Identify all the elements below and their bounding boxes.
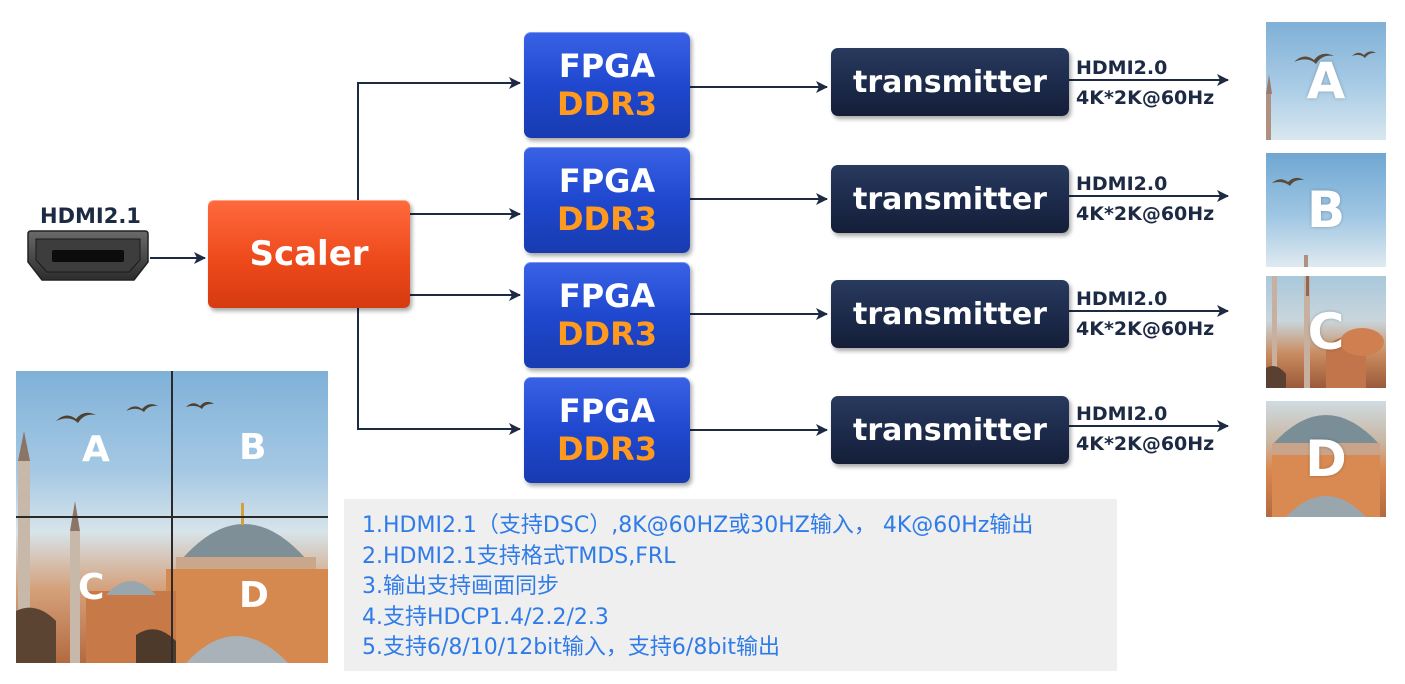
feature-notes: 1.HDMI2.1（支持DSC）,8K@60HZ或30HZ输入， 4K@60Hz…	[344, 499, 1117, 671]
source-image: A B C D	[16, 371, 328, 663]
note-line-2: 2.HDMI2.1支持格式TMDS,FRL	[362, 543, 676, 569]
thumbnail-letter: D	[1305, 430, 1347, 488]
seagull-icon	[1272, 177, 1308, 267]
fpga-block-1: FPGA DDR3	[524, 32, 690, 138]
thumbnail-letter: B	[1306, 181, 1346, 239]
transmitter-label: transmitter	[853, 64, 1047, 100]
thumbnail-letter: C	[1307, 303, 1345, 361]
fpga-block-3: FPGA DDR3	[524, 262, 690, 368]
output-resolution: 4K*2K@60Hz	[1076, 203, 1215, 225]
ddr3-label: DDR3	[556, 85, 658, 123]
source-scene-illustration	[16, 371, 328, 663]
note-line-4: 4.支持HDCP1.4/2.2/2.3	[362, 604, 609, 630]
ddr3-label: DDR3	[556, 200, 658, 238]
quadrant-label-a: A	[82, 429, 110, 470]
output-spec-2: HDMI2.0 4K*2K@60Hz	[1076, 169, 1214, 229]
output-interface: HDMI2.0	[1076, 288, 1168, 310]
fpga-label: FPGA	[558, 47, 656, 85]
dome-icon	[1272, 415, 1380, 517]
quadrant-label-d: D	[239, 575, 269, 616]
output-resolution: 4K*2K@60Hz	[1076, 318, 1215, 340]
fpga-label: FPGA	[558, 392, 656, 430]
fpga-block-2: FPGA DDR3	[524, 147, 690, 253]
note-line-5: 5.支持6/8/10/12bit输入，支持6/8bit输出	[362, 635, 781, 660]
scaler-block: Scaler	[208, 200, 410, 308]
thumbnail-letter: A	[1306, 52, 1346, 110]
mosque-icon	[1266, 276, 1384, 388]
fpga-label: FPGA	[558, 162, 656, 200]
output-spec-4: HDMI2.0 4K*2K@60Hz	[1076, 399, 1214, 459]
quadrant-label-b: B	[239, 427, 267, 468]
output-interface: HDMI2.0	[1076, 403, 1168, 425]
note-line-1: 1.HDMI2.1（支持DSC）,8K@60HZ或30HZ输入， 4K@60Hz…	[362, 513, 1034, 538]
transmitter-label: transmitter	[853, 296, 1047, 332]
ddr3-label: DDR3	[556, 315, 658, 353]
ddr3-label: DDR3	[556, 430, 658, 468]
transmitter-label: transmitter	[853, 181, 1047, 217]
output-interface: HDMI2.0	[1076, 173, 1168, 195]
output-resolution: 4K*2K@60Hz	[1076, 433, 1215, 455]
quadrant-label-c: C	[78, 567, 105, 608]
fpga-label: FPGA	[558, 277, 656, 315]
arrow-scaler-to-fpga-4	[357, 308, 521, 435]
output-resolution: 4K*2K@60Hz	[1076, 87, 1215, 109]
transmitter-block-4: transmitter	[831, 396, 1069, 464]
hdmi-port-icon	[27, 230, 149, 281]
fpga-block-4: FPGA DDR3	[524, 377, 690, 483]
hdmi-input-label: HDMI2.1	[40, 204, 141, 228]
arrow-scaler-to-fpga-1	[357, 77, 521, 200]
note-line-3: 3.输出支持画面同步	[362, 574, 559, 599]
scaler-label: Scaler	[249, 234, 369, 274]
seagull-icon	[1266, 51, 1376, 140]
output-thumbnail-d: D	[1266, 401, 1386, 517]
output-thumbnail-c: C	[1266, 276, 1386, 388]
output-thumbnail-b: B	[1266, 153, 1386, 267]
output-interface: HDMI2.0	[1076, 57, 1168, 79]
output-spec-3: HDMI2.0 4K*2K@60Hz	[1076, 284, 1214, 344]
output-thumbnail-a: A	[1266, 22, 1386, 140]
transmitter-block-3: transmitter	[831, 280, 1069, 348]
output-spec-1: HDMI2.0 4K*2K@60Hz	[1076, 53, 1214, 113]
transmitter-block-2: transmitter	[831, 165, 1069, 233]
transmitter-label: transmitter	[853, 412, 1047, 448]
transmitter-block-1: transmitter	[831, 48, 1069, 116]
